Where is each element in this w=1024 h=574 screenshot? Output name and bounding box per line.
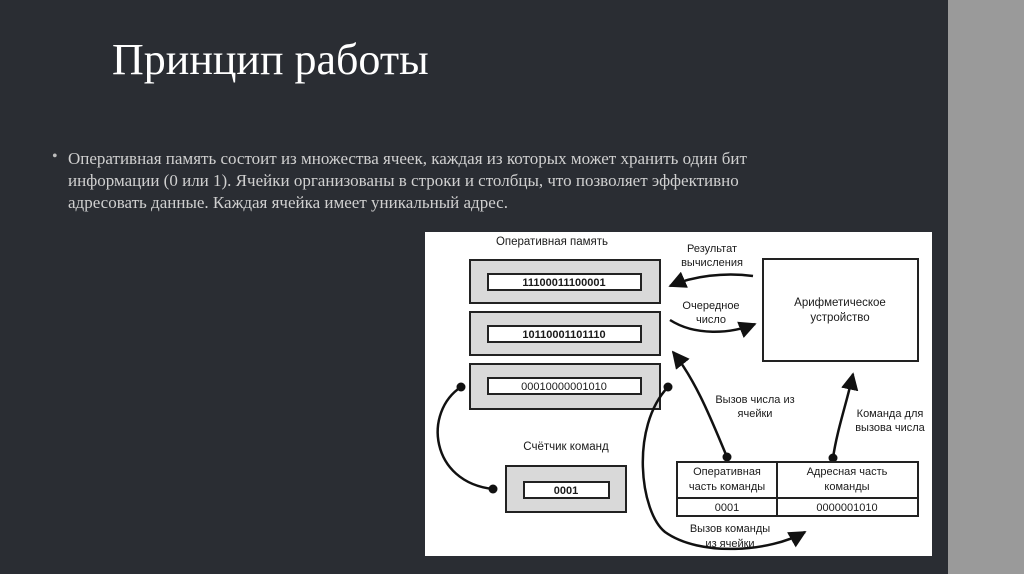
next-label-2: число [696,314,726,326]
command-label-2: вызова числа [855,422,925,434]
alu-box: Арифметическое устройство [762,258,919,362]
bullet-text: Оперативная память состоит из множества … [68,149,747,212]
fetch-command-label-2: из ячейки [705,538,754,550]
result-arrow [668,271,754,288]
command-counter: 0001 [505,465,627,513]
ram-cell-3: 00010000001010 [469,363,661,410]
result-label-1: Результат [687,243,737,255]
next-label-1: Очередное [682,300,739,312]
command-arrow [831,372,859,459]
table-addr-header-2: команды [824,481,869,493]
table-addr-value: 0000001010 [816,502,877,514]
ram-cell-2-value: 10110001101110 [522,329,605,341]
table-op-value: 0001 [715,502,739,514]
right-sidebar [948,0,1024,574]
table-addr-header-1: Адресная часть [807,466,888,478]
ram-label: Оперативная память [496,236,608,248]
fetch-number-label-2: ячейки [738,408,773,420]
counter-link-arrow [436,385,494,491]
counter-label: Счётчик команд [523,441,609,453]
fetch-command-arrow [641,386,807,551]
counter-value: 0001 [554,485,578,497]
fetch-command-label-1: Вызов команды [690,523,770,535]
ram-cell-1: 11100011100001 [469,259,661,304]
fetch-number-arrow [671,350,729,458]
bullet-dot-icon: • [52,148,58,165]
ram-cell-1-value: 11100011100001 [522,277,605,289]
command-table: Оперативная часть команды Адресная часть… [676,461,919,517]
page-title: Принцип работы [112,35,429,84]
ram-cell-3-value: 00010000001010 [521,381,607,393]
ram-cell-2: 10110001101110 [469,311,661,356]
command-label-1: Команда для [857,408,924,420]
result-label-2: вычисления [681,257,743,269]
fetch-number-label-1: Вызов числа из [715,394,794,406]
memory-diagram: Оперативная память 11100011100001 101100… [425,232,932,556]
alu-line-1: Арифметическое [794,297,886,309]
next-number-arrow [669,318,757,338]
alu-line-2: устройство [810,312,869,324]
table-op-header-1: Оперативная [693,466,761,478]
table-op-header-2: часть команды [689,481,765,493]
